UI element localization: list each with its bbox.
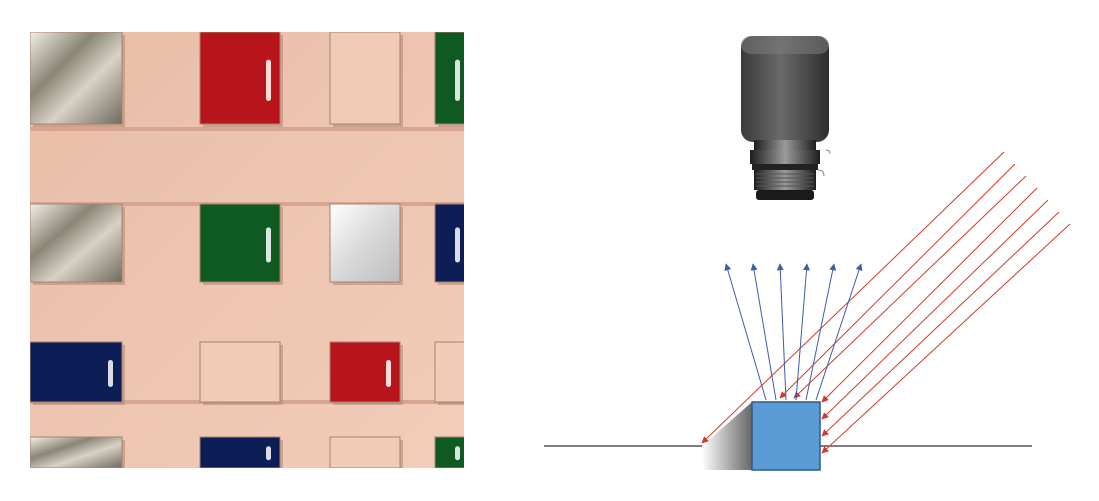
tile-green <box>434 32 464 125</box>
tile-board-photo <box>30 32 464 468</box>
reflected-ray <box>795 263 810 401</box>
reflected-ray <box>805 263 837 401</box>
object-shadow <box>702 402 752 470</box>
incident-ray <box>821 223 1071 454</box>
incident-ray <box>701 151 1005 444</box>
tile-glare <box>455 59 460 101</box>
reflected-ray <box>750 263 777 401</box>
tile-glare <box>455 227 460 263</box>
tile-glare <box>386 360 391 387</box>
tile-green <box>199 203 281 283</box>
board-strip-top <box>30 127 464 131</box>
tile-glare <box>266 446 271 461</box>
tile-glare <box>455 446 460 461</box>
tile-plain <box>199 341 281 403</box>
tile-plain <box>329 32 401 125</box>
tile-blue <box>30 341 123 403</box>
industrial-camera-icon <box>741 36 831 200</box>
reflected-rays <box>724 263 863 401</box>
incident-ray <box>779 163 1016 399</box>
tile-foil <box>30 32 123 125</box>
reflecting-object <box>751 401 821 471</box>
tile-grid <box>30 32 464 468</box>
incident-ray <box>821 211 1060 437</box>
tile-glare <box>266 59 271 101</box>
incident-ray <box>793 175 1027 399</box>
reflected-ray <box>724 263 767 401</box>
reflection-diagram <box>544 36 1071 471</box>
tile-foil <box>30 203 123 283</box>
tile-glare <box>108 360 113 387</box>
tile-glare <box>266 227 271 263</box>
incident-rays <box>701 151 1071 454</box>
reflected-ray <box>815 263 863 401</box>
tile-plain <box>329 436 401 468</box>
tile-plain <box>434 341 464 403</box>
tile-silver <box>329 203 401 283</box>
incident-ray <box>821 187 1038 403</box>
tile-foil <box>30 436 123 468</box>
reflected-ray <box>776 263 787 401</box>
incident-ray <box>821 199 1049 420</box>
